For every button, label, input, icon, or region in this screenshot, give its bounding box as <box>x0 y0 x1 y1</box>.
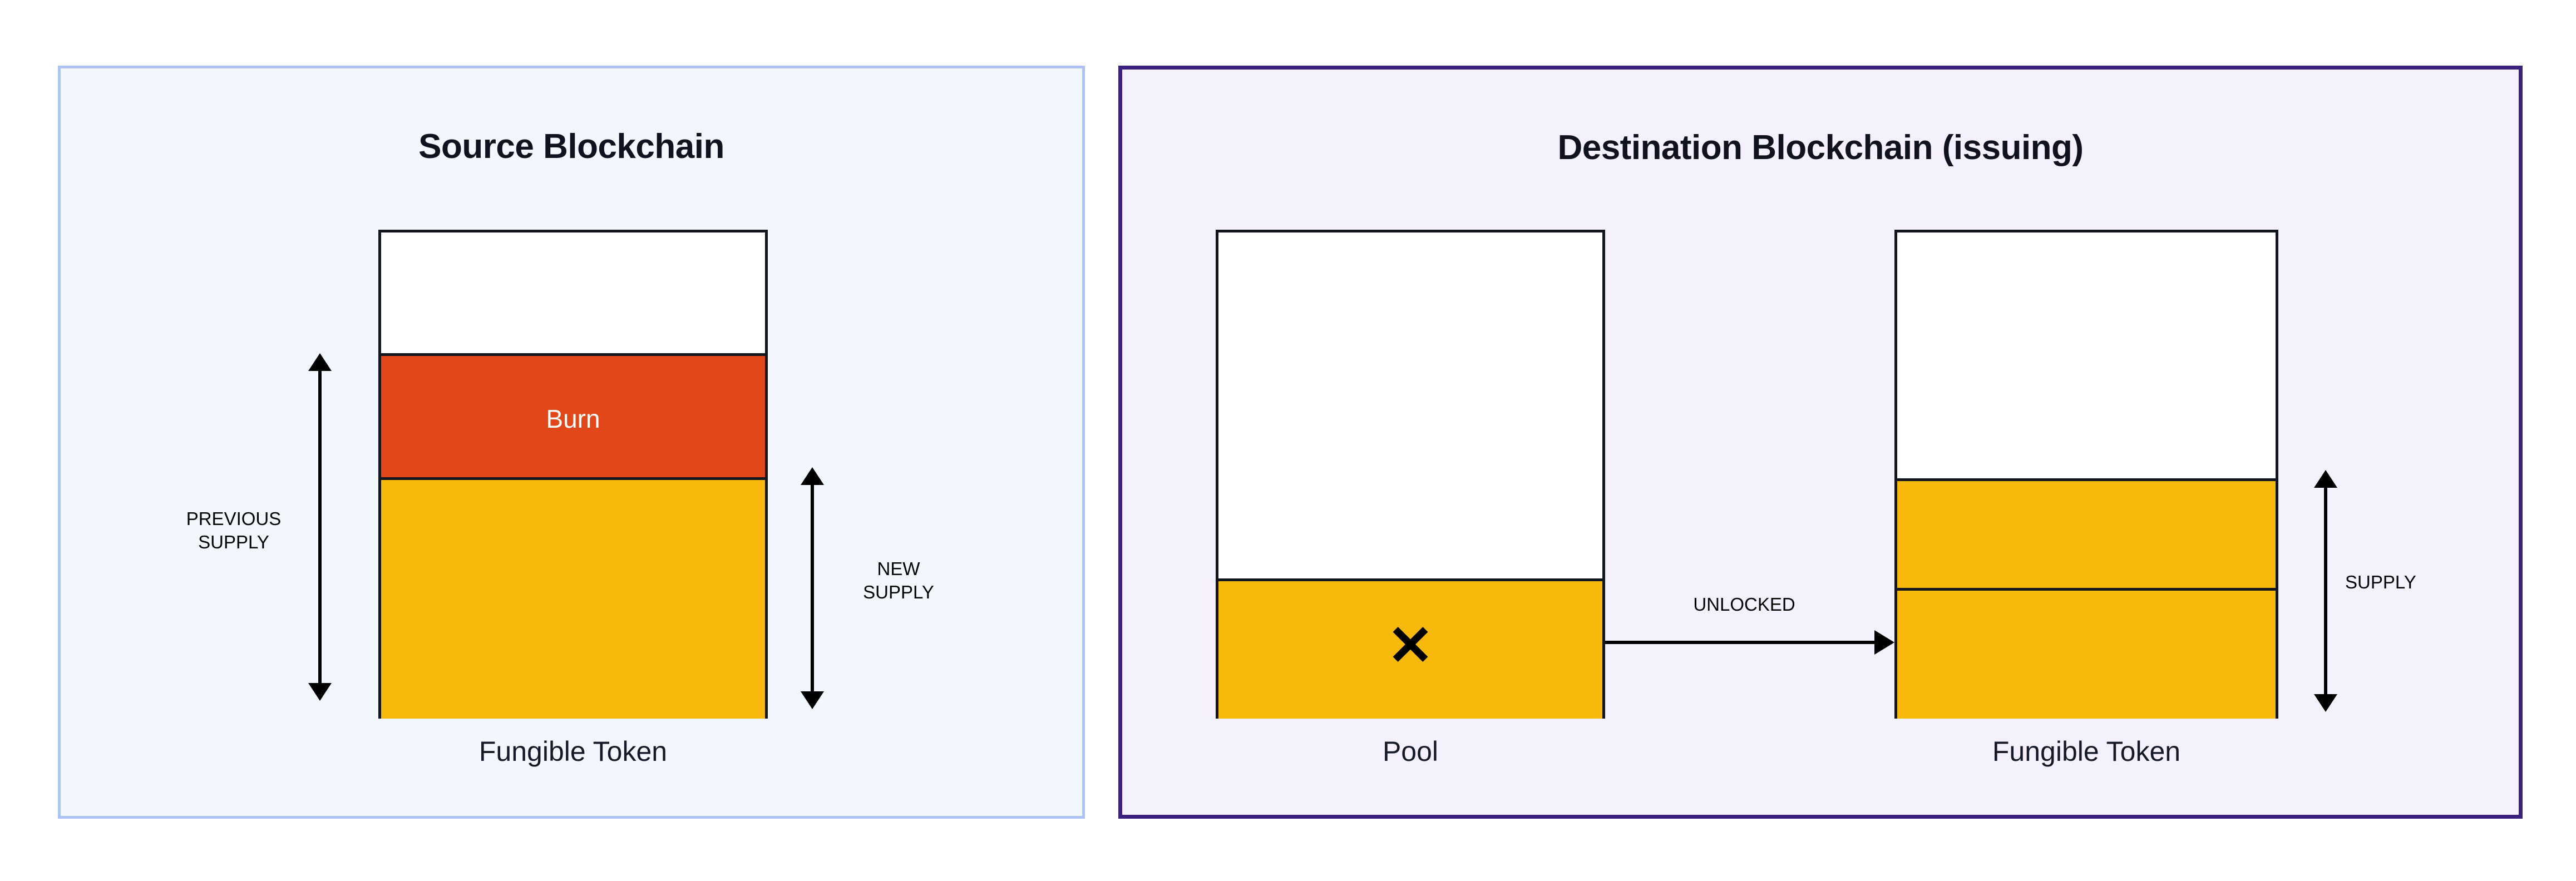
arrow-shaft <box>1605 641 1878 644</box>
source-token-bar-caption: Fungible Token <box>478 736 668 767</box>
arrow-head-up-icon <box>308 353 332 371</box>
unlocked-flow-label: UNLOCKED <box>1693 594 1795 615</box>
destination-panel-title: Destination Blockchain (issuing) <box>1557 128 2084 167</box>
arrow-shaft <box>2324 486 2327 696</box>
arrow-head-down-icon <box>801 691 824 709</box>
new-supply-measure-arrow <box>796 467 829 709</box>
arrow-head-right-icon <box>1874 630 1894 655</box>
arrow-shaft <box>811 483 814 694</box>
pool-bar: ✕ <box>1216 230 1605 719</box>
destination-bar-segment-unlocked-supply <box>1894 588 2278 719</box>
cross-mark-icon: ✕ <box>1387 615 1434 677</box>
pool-bar-caption: Pool <box>1382 736 1439 767</box>
arrow-head-down-icon <box>2314 694 2337 712</box>
destination-token-bar-caption: Fungible Token <box>1992 736 2181 767</box>
new-supply-label: NEW SUPPLY <box>863 558 934 603</box>
arrow-head-down-icon <box>308 683 332 701</box>
source-token-bar: Burn <box>378 230 768 719</box>
arrow-head-up-icon <box>801 467 824 485</box>
arrow-shaft <box>318 369 322 685</box>
supply-measure-arrow <box>2309 470 2342 712</box>
source-bar-segment-remaining-supply <box>378 480 768 719</box>
previous-supply-label: PREVIOUS SUPPLY <box>186 508 282 553</box>
supply-label: SUPPLY <box>2345 572 2416 592</box>
pool-bar-segment-locked: ✕ <box>1216 578 1605 719</box>
previous-supply-measure-arrow <box>303 353 337 701</box>
destination-token-bar <box>1894 230 2278 719</box>
arrow-head-up-icon <box>2314 470 2337 488</box>
destination-bar-segment-existing-supply <box>1894 478 2278 588</box>
source-panel-title: Source Blockchain <box>418 127 724 166</box>
burn-segment-label: Burn <box>546 404 600 433</box>
source-bar-segment-burn: Burn <box>378 353 768 480</box>
unlocked-flow-arrow <box>1605 630 1894 655</box>
